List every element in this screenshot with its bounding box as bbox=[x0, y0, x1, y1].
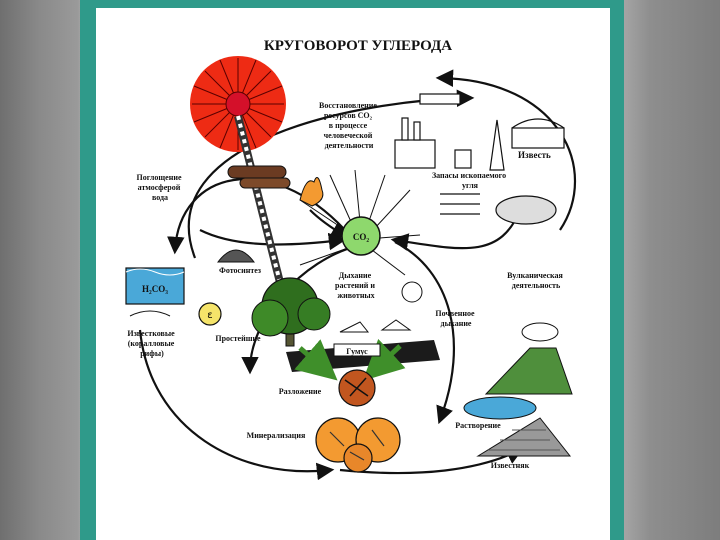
volcano-illustration bbox=[484, 322, 573, 395]
converging-rays bbox=[299, 169, 421, 276]
decomposer-illustration bbox=[338, 369, 376, 407]
sun-core bbox=[225, 91, 251, 117]
co2-label: CO₂ bbox=[353, 232, 370, 242]
label-soil-respiration: Почвенное дыхание bbox=[435, 309, 476, 328]
limestone-hill bbox=[476, 417, 572, 457]
tree-illustration bbox=[251, 277, 331, 347]
label-respiration: Дыхание растений и животных bbox=[335, 271, 377, 300]
industry-illustration bbox=[394, 93, 565, 225]
protozoa-illustration: ε bbox=[198, 302, 222, 326]
label-restoration: Восстановление ресурсов CO₂ в процессе ч… bbox=[319, 101, 379, 150]
label-photosynthesis: Фотосинтез bbox=[219, 266, 262, 275]
label-mineralization: Минерализация bbox=[247, 431, 306, 440]
soil-layer: Гумус bbox=[286, 338, 440, 381]
mineralization-discs bbox=[315, 417, 401, 473]
cycle-arcs bbox=[138, 69, 576, 481]
label-limestone-reefs: Известковые (коралловые рифы) bbox=[127, 329, 176, 358]
diagram-labels: Восстановление ресурсов CO₂ в процессе ч… bbox=[127, 101, 565, 470]
burning-wood-illustration bbox=[227, 165, 324, 207]
sun-illustration bbox=[190, 56, 286, 152]
diagram-title: КРУГОВОРОТ УГЛЕРОДА bbox=[264, 38, 452, 54]
label-limestone: Известняк bbox=[491, 461, 530, 470]
humus-label: Гумус bbox=[346, 347, 368, 356]
label-volcanic: Вулканическая деятельность bbox=[507, 271, 565, 290]
label-dissolution: Растворение bbox=[455, 421, 501, 430]
svg-text:ε: ε bbox=[207, 310, 212, 321]
dissolution-water bbox=[463, 396, 537, 420]
coral-reef-illustration bbox=[129, 310, 171, 317]
co2-node: CO₂ bbox=[341, 216, 381, 256]
label-atmo-absorption: Поглощение атмосферой вода bbox=[136, 173, 183, 202]
label-fossil-coal: Запасы ископаемого угля bbox=[432, 171, 508, 190]
photosynthesis-plant bbox=[216, 249, 256, 263]
label-lime: Известь bbox=[518, 150, 551, 160]
label-decomposition: Разложение bbox=[279, 387, 322, 396]
animals-illustration bbox=[339, 281, 423, 333]
label-protozoa: Простейшие bbox=[215, 334, 261, 343]
h2co3-label: H₂CO₃ bbox=[142, 284, 168, 294]
ocean-box: H₂CO₃ bbox=[125, 267, 185, 305]
